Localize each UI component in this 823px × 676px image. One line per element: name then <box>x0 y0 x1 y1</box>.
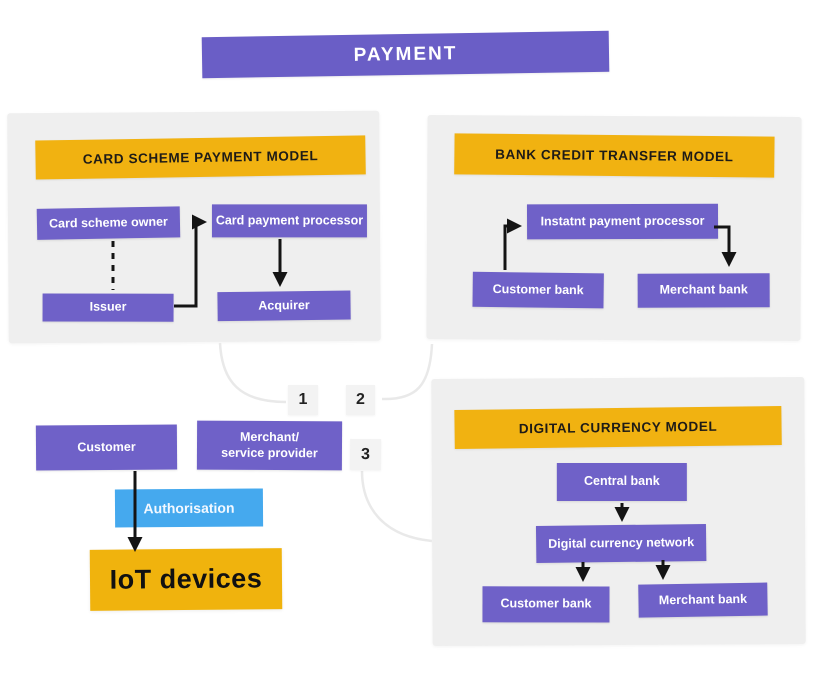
badge-3-label: 3 <box>360 445 371 463</box>
panel-digital-currency: DIGITAL CURRENCY MODEL Central bank Digi… <box>431 377 806 646</box>
card-scheme-header-label: CARD SCHEME PAYMENT MODEL <box>82 148 319 167</box>
node-label: Customer bank <box>500 596 592 611</box>
panel-card-scheme: CARD SCHEME PAYMENT MODEL Card scheme ow… <box>7 110 381 344</box>
node-label: Issuer <box>89 299 127 314</box>
badge-2: 2 <box>346 385 375 415</box>
badge-1-label: 1 <box>298 391 308 408</box>
node-label: Acquirer <box>258 297 310 313</box>
node-label: Customer <box>77 439 136 454</box>
badge-3: 3 <box>349 438 382 471</box>
node-label: Instatnt payment processor <box>540 213 705 229</box>
authorisation-box: Authorisation <box>114 488 264 528</box>
node-label: Card scheme owner <box>48 214 168 231</box>
node-card-payment-processor: Card payment processor <box>211 204 367 238</box>
digital-currency-header: DIGITAL CURRENCY MODEL <box>454 406 782 449</box>
node-acquirer: Acquirer <box>217 290 351 322</box>
authorisation-label: Authorisation <box>143 499 235 517</box>
node-label: Digital currency network <box>548 534 695 551</box>
node-label: Customer bank <box>492 281 584 297</box>
node-label: Card payment processor <box>215 213 364 228</box>
card-scheme-header: CARD SCHEME PAYMENT MODEL <box>35 135 366 180</box>
iot-devices-label: IoT devices <box>109 563 263 595</box>
node-issuer: Issuer <box>42 293 174 322</box>
node-merchant-bank: Merchant bank <box>637 273 770 308</box>
panel-bank-credit-transfer: BANK CREDIT TRANSFER MODEL Instatnt paym… <box>426 115 802 341</box>
badge-2-label: 2 <box>356 391 365 408</box>
node-card-scheme-owner: Card scheme owner <box>36 206 181 240</box>
node-digital-merchant-bank: Merchant bank <box>638 582 768 618</box>
node-digital-currency-network: Digital currency network <box>535 523 707 564</box>
payment-title-label: PAYMENT <box>353 42 458 66</box>
node-label: Merchant bank <box>658 591 748 607</box>
node-merchant-service-provider: Merchant/ service provider <box>196 420 343 471</box>
digital-currency-header-label: DIGITAL CURRENCY MODEL <box>518 418 718 437</box>
bank-credit-header: BANK CREDIT TRANSFER MODEL <box>454 133 775 178</box>
node-label: Merchant bank <box>659 282 748 297</box>
node-customer-bank: Customer bank <box>472 271 604 309</box>
payment-title-banner: PAYMENT <box>201 30 610 79</box>
bank-credit-header-label: BANK CREDIT TRANSFER MODEL <box>495 146 734 165</box>
node-label: Central bank <box>583 474 660 489</box>
iot-devices-box: IoT devices <box>89 548 283 611</box>
node-customer: Customer <box>35 424 178 471</box>
node-digital-customer-bank: Customer bank <box>482 586 610 623</box>
node-central-bank: Central bank <box>556 462 687 501</box>
node-label: Merchant/ service provider <box>221 429 318 460</box>
node-instant-payment-processor: Instatnt payment processor <box>526 203 719 240</box>
badge-1: 1 <box>288 385 318 415</box>
